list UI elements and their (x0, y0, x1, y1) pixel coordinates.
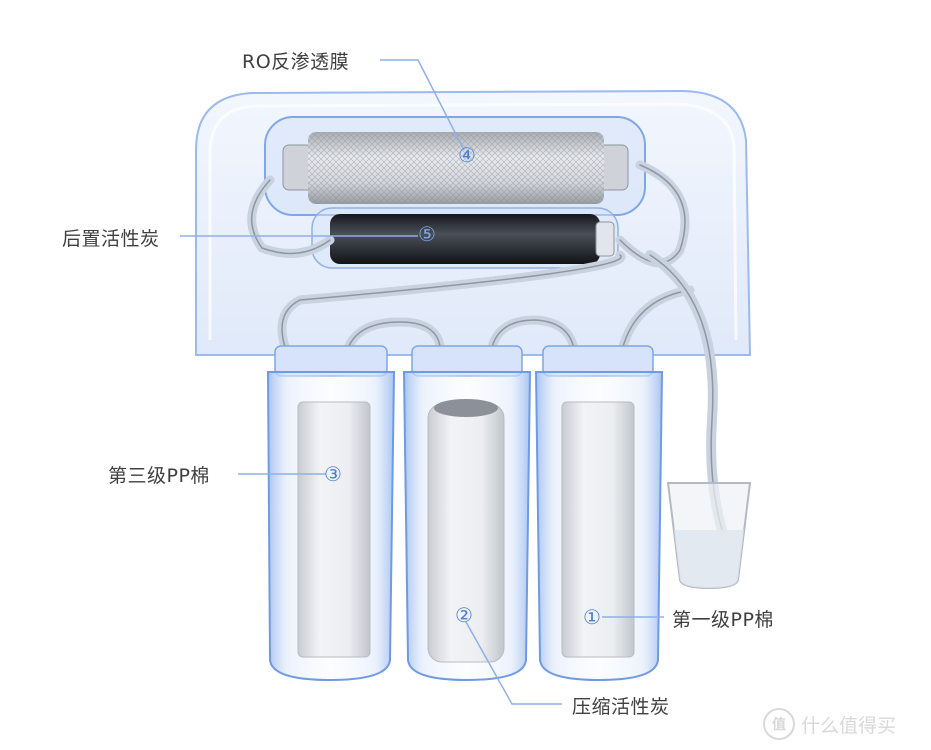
markers: ④ ⑤ ③ ② ① (324, 143, 601, 629)
marker-2: ② (455, 603, 473, 627)
watermark-text: 什么值得买 (801, 714, 897, 737)
leader-ro (380, 59, 465, 151)
pp-stage3-housing (266, 345, 396, 682)
water-tubes (247, 160, 727, 535)
ro-membrane (264, 116, 646, 216)
marker-1: ① (583, 605, 601, 629)
label-post-carbon: 后置活性炭 (62, 228, 160, 250)
watermark-badge-icon: 值 (763, 708, 795, 740)
compressed-carbon-housing (402, 345, 532, 682)
label-pp-stage1: 第一级PP棉 (672, 609, 774, 631)
leader-compressed-carbon (465, 621, 562, 705)
post-carbon-filter (311, 207, 619, 269)
marker-5: ⑤ (418, 222, 436, 246)
leader-lines (180, 59, 664, 705)
label-ro-membrane: RO反渗透膜 (242, 51, 350, 73)
label-compressed-carbon: 压缩活性炭 (572, 696, 670, 718)
pp-stage1-housing (534, 345, 664, 682)
watermark: 值 什么值得买 (763, 706, 896, 742)
water-glass (666, 482, 752, 590)
label-pp-stage3: 第三级PP棉 (108, 465, 210, 487)
marker-3: ③ (324, 462, 342, 486)
marker-4: ④ (458, 143, 476, 167)
